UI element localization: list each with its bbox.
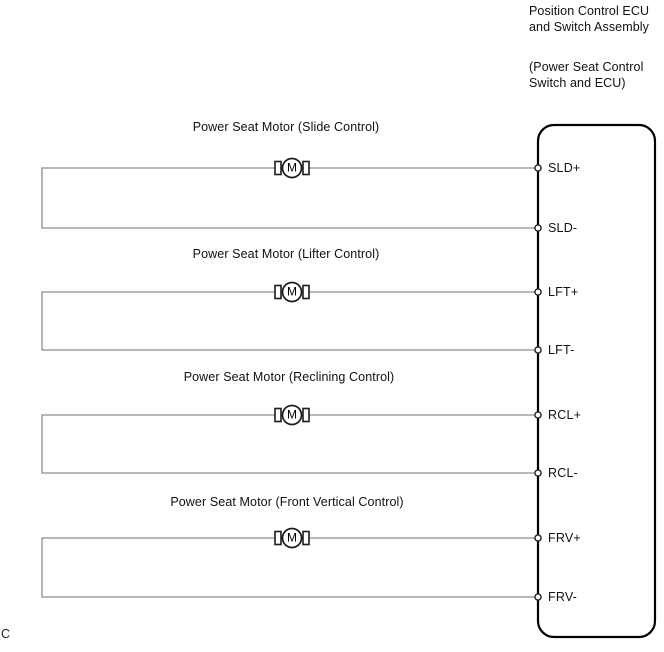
circuit-4: M — [41, 527, 539, 598]
terminal-label-rcl-positive: RCL+ — [548, 408, 582, 422]
terminal-label-sld-negative: SLD- — [548, 221, 578, 235]
motor-symbol: M — [274, 157, 310, 179]
motor-symbol-letter: M — [287, 161, 297, 175]
wire-loop-return — [41, 291, 539, 351]
terminal-node-sld-positive — [534, 164, 542, 172]
motor-terminal-block-left — [274, 160, 282, 176]
motor-symbol-letter: M — [287, 408, 297, 422]
wire-loop-return — [41, 414, 539, 474]
motor-title-reclining-control: Power Seat Motor (Reclining Control) — [183, 370, 395, 384]
motor-terminal-block-left — [274, 284, 282, 300]
motor-terminal-block-right — [302, 530, 310, 546]
circuit-1: M — [41, 157, 539, 229]
motor-symbol: M — [274, 281, 310, 303]
wire-loop-return — [41, 167, 539, 229]
motor-terminal-block-right — [302, 284, 310, 300]
wire-loop-return — [41, 537, 539, 598]
terminal-label-lft-negative: LFT- — [548, 343, 575, 357]
motor-title-slide-control: Power Seat Motor (Slide Control) — [192, 120, 380, 134]
terminal-node-frv-negative — [534, 593, 542, 601]
motor-body-circle — [281, 157, 303, 179]
terminal-node-rcl-positive — [534, 411, 542, 419]
terminal-label-sld-positive: SLD+ — [548, 161, 581, 175]
motor-symbol-letter: M — [287, 531, 297, 545]
motor-body-circle — [281, 404, 303, 426]
motor-terminal-block-left — [274, 407, 282, 423]
corner-mark: C — [1, 627, 11, 641]
terminal-node-frv-positive — [534, 534, 542, 542]
ecu-enclosure — [536, 123, 657, 639]
motor-symbol-letter: M — [287, 285, 297, 299]
motor-symbol: M — [274, 527, 310, 549]
terminal-node-lft-negative — [534, 346, 542, 354]
ecu-title-alternate: (Power Seat Control Switch and ECU) — [529, 60, 644, 90]
terminal-node-sld-negative — [534, 224, 542, 232]
terminal-node-rcl-negative — [534, 469, 542, 477]
terminal-node-lft-positive — [534, 288, 542, 296]
ecu-title-main: Position Control ECU and Switch Assembly — [529, 4, 650, 34]
circuit-2: M — [41, 281, 539, 351]
motor-terminal-block-right — [302, 407, 310, 423]
motor-terminal-block-right — [302, 160, 310, 176]
motor-body-circle — [281, 527, 303, 549]
terminal-label-lft-positive: LFT+ — [548, 285, 579, 299]
motor-body-circle — [281, 281, 303, 303]
circuit-3: M — [41, 404, 539, 474]
motor-title-lifter-control: Power Seat Motor (Lifter Control) — [192, 247, 380, 261]
motor-terminal-block-left — [274, 530, 282, 546]
terminal-label-frv-positive: FRV+ — [548, 531, 581, 545]
terminal-label-frv-negative: FRV- — [548, 590, 578, 604]
motor-symbol: M — [274, 404, 310, 426]
terminal-label-rcl-negative: RCL- — [548, 466, 578, 480]
motor-title-front-vertical-control: Power Seat Motor (Front Vertical Control… — [170, 495, 404, 509]
